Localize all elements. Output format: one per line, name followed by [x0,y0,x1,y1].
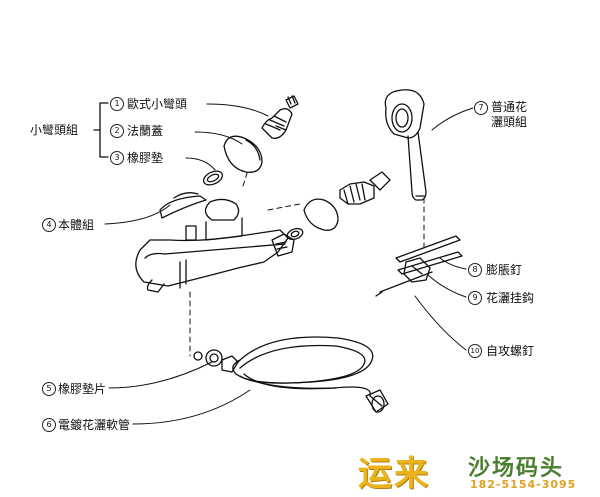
brand-watermark: 运来 沙场码头 182-5154-3095 [352,444,600,497]
part-label-4: 本體組 [58,218,95,232]
part-label-6: 電鍍花灑軟管 [58,418,131,432]
wall-hook-and-fixings [375,235,463,297]
part-label-10: 自攻螺釘 [486,344,535,358]
small-elbow-upper [261,95,299,139]
part-number-1: 1 [110,97,124,111]
flange-cover-upper [223,135,263,173]
alignment-dashes [189,169,425,357]
part-label-5: 橡膠墊片 [58,382,107,396]
part-label-2: 法蘭蓋 [127,124,164,138]
part-label-3: 橡膠墊 [127,151,164,165]
leader-lines [104,103,474,425]
part-label-9: 花灑挂鈎 [486,291,535,305]
part-number-4: 4 [42,218,56,232]
group-bracket [93,102,109,158]
small-elbow-right [303,171,391,231]
part-number-9: 9 [468,291,482,305]
part-label-8: 膨脹釘 [486,263,523,277]
flexible-hose [221,336,389,413]
brand-large-text: 运来 [358,454,430,494]
group-label-small-elbow: 小彎頭組 [30,123,79,137]
part-number-2: 2 [110,124,124,138]
rubber-gasket-upper [202,170,224,186]
rubber-gasket-right [286,227,304,241]
part-label-1: 歐式小彎頭 [127,97,188,111]
part-number-3: 3 [110,151,124,165]
part-number-8: 8 [468,263,482,277]
part-number-10: 10 [468,344,482,358]
faucet-body [135,192,295,293]
part-number-6: 6 [42,418,56,432]
hand-shower-head [384,89,427,201]
brand-phone: 182-5154-3095 [470,478,577,491]
part-label-7: 普通花灑頭組 [491,100,528,129]
part-number-7: 7 [474,101,488,115]
brand-small-text: 沙场码头 [468,456,565,481]
rubber-washer [193,349,223,367]
part-number-5: 5 [42,382,56,396]
